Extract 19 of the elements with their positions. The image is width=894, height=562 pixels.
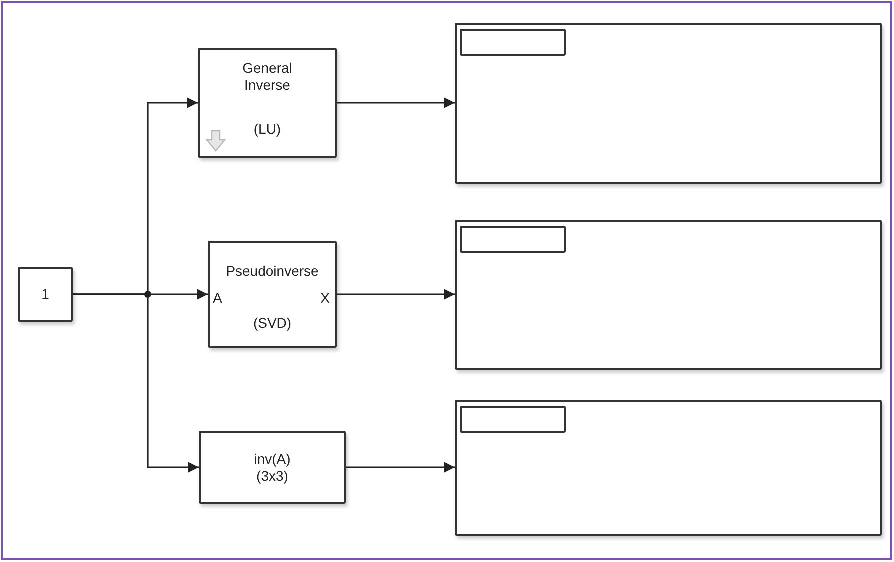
block-label: General Inverse — [242, 60, 292, 93]
signal-arrow — [346, 462, 455, 473]
block-label: 1 — [42, 285, 50, 304]
block-label: (LU) — [254, 121, 282, 137]
block-box — [199, 431, 346, 504]
signal-arrow — [73, 294, 199, 473]
block-label: X — [320, 290, 330, 306]
block-label: Pseudoinverse — [226, 263, 319, 279]
block-box — [198, 48, 337, 158]
signal-arrow — [337, 289, 455, 300]
block-label: inv(A) (3x3) — [253, 450, 292, 484]
scope-display-box — [455, 23, 882, 184]
signal-arrow — [337, 98, 455, 108]
block-box — [208, 241, 337, 348]
scope-display-box — [455, 400, 882, 536]
block-label: A — [213, 290, 222, 306]
block-box — [18, 267, 73, 322]
block-label: (SVD) — [253, 315, 292, 331]
scope-display-box — [455, 220, 882, 370]
